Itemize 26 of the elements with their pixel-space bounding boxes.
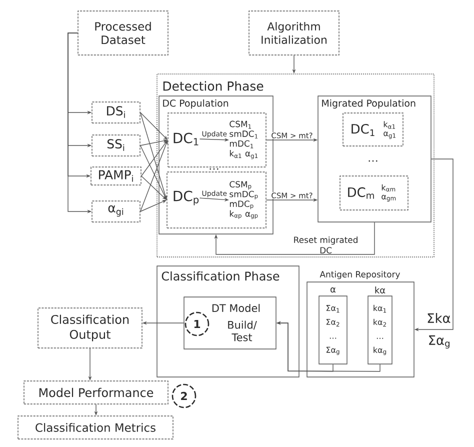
variable-list: CSM$_{p}$ smDC$_{p}$ mDC$_{p}$ k$_{αp}$ α$_{gp}$	[230, 181, 258, 219]
arrow	[214, 222, 375, 255]
signal-box: α$_{gi}$	[92, 200, 140, 222]
signal-box: SS$_{i}$	[92, 134, 140, 156]
ellipsis: …	[368, 160, 378, 162]
node-label: kα	[375, 286, 386, 294]
process-box: Classification Metrics	[18, 416, 174, 440]
sum-label: Σα$_{g}$	[429, 335, 450, 349]
process-box: Classification Output	[38, 308, 142, 348]
dc-label: DC$_{1}$	[174, 132, 198, 146]
dc-box	[166, 172, 266, 228]
variable-list: CSM$_{1}$ smDC$_{1}$ mDC$_{1}$ k$_{α1}$ α$_{g1}$	[230, 120, 258, 160]
callout-number: 2	[172, 384, 196, 408]
ellipsis: …	[210, 168, 218, 170]
process-box: Algorithm Initialization	[248, 10, 340, 56]
dc-label: DC$_{p}$	[174, 190, 199, 206]
process-box: Model Performance	[24, 380, 168, 404]
node-label: Antigen Repository	[320, 270, 400, 280]
node-label: α	[330, 287, 336, 293]
signal-box: DS$_{i}$	[92, 102, 140, 124]
process-box: Processed Dataset	[78, 10, 168, 56]
signal-box: PAMP$_{i}$	[90, 166, 142, 186]
edge-label: Reset migrated DC	[294, 236, 358, 254]
callout-number: 1	[184, 312, 210, 336]
dc-box	[168, 112, 266, 168]
sum-label: Σkα	[428, 313, 450, 323]
